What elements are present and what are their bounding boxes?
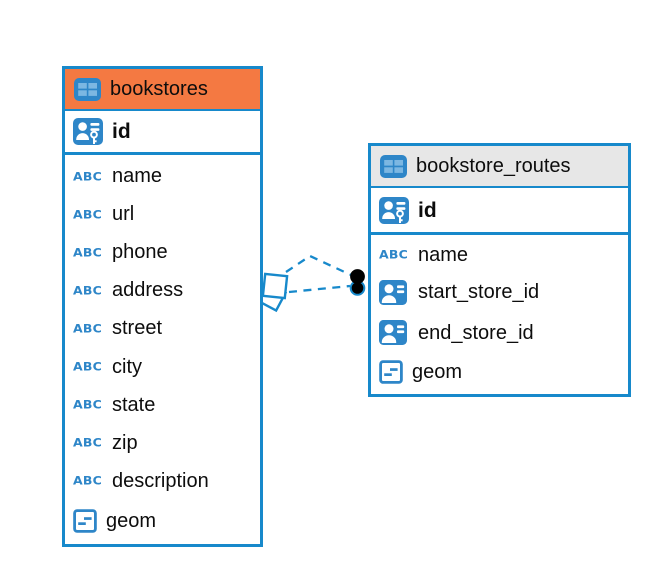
column-row-geom[interactable]: geom <box>65 500 260 542</box>
text-type-icon: ABC <box>379 247 408 262</box>
column-list: ABC name start_store_id <box>371 235 628 394</box>
column-row-description[interactable]: ABC description <box>73 469 209 492</box>
relationship-child-end-marker <box>349 269 366 296</box>
column-row-url[interactable]: ABC url <box>73 203 135 226</box>
text-type-icon: ABC <box>73 397 102 412</box>
table-title: bookstores <box>110 78 208 100</box>
table-icon <box>74 77 101 101</box>
text-type-icon: ABC <box>73 435 102 450</box>
text-type-icon: ABC <box>73 245 102 260</box>
column-row-street[interactable]: ABC street <box>73 317 163 340</box>
primary-key-name: id <box>418 198 437 222</box>
primary-key-icon <box>379 196 409 224</box>
text-type-icon: ABC <box>73 359 102 374</box>
table-header-bookstore-routes[interactable]: bookstore_routes <box>371 146 628 188</box>
text-type-icon: ABC <box>73 283 102 298</box>
column-row-start-store-id[interactable]: start_store_id <box>371 272 628 312</box>
text-type-icon: ABC <box>73 473 102 488</box>
table-icon <box>380 154 407 178</box>
primary-key-name: id <box>112 120 131 143</box>
column-row-end-store-id[interactable]: end_store_id <box>371 313 628 353</box>
geometry-type-icon <box>379 360 403 385</box>
column-row-phone[interactable]: ABC phone <box>73 241 168 264</box>
table-title: bookstore_routes <box>416 155 571 177</box>
geometry-type-icon <box>73 509 97 533</box>
relationship-parent-end-marker <box>256 272 289 313</box>
column-row-zip[interactable]: ABC zip <box>73 431 138 454</box>
table-header-bookstores[interactable]: bookstores <box>65 69 260 111</box>
text-type-icon: ABC <box>73 207 102 222</box>
column-row-state[interactable]: ABC state <box>73 393 156 416</box>
column-row-name[interactable]: ABC name <box>73 165 163 188</box>
column-row-geom[interactable]: geom <box>371 353 628 392</box>
column-row-id[interactable]: id <box>371 188 628 235</box>
column-list: ABC name ABC url ABC phone ABC address A… <box>65 155 260 544</box>
foreign-key-icon <box>379 279 407 305</box>
text-type-icon: ABC <box>73 321 102 336</box>
column-row-id[interactable]: id <box>65 111 260 155</box>
column-row-address[interactable]: ABC address <box>73 279 184 302</box>
primary-key-icon <box>73 118 103 145</box>
relationship-line-upper <box>285 254 352 277</box>
column-row-city[interactable]: ABC city <box>73 355 142 378</box>
foreign-key-icon <box>379 320 407 346</box>
column-row-name[interactable]: ABC name <box>379 243 469 266</box>
table-bookstore-routes[interactable]: bookstore_routes id ABC name <box>368 143 631 397</box>
relationship-line-lower <box>288 284 351 294</box>
table-bookstores[interactable]: bookstores id ABC name <box>62 66 263 547</box>
text-type-icon: ABC <box>73 169 102 183</box>
